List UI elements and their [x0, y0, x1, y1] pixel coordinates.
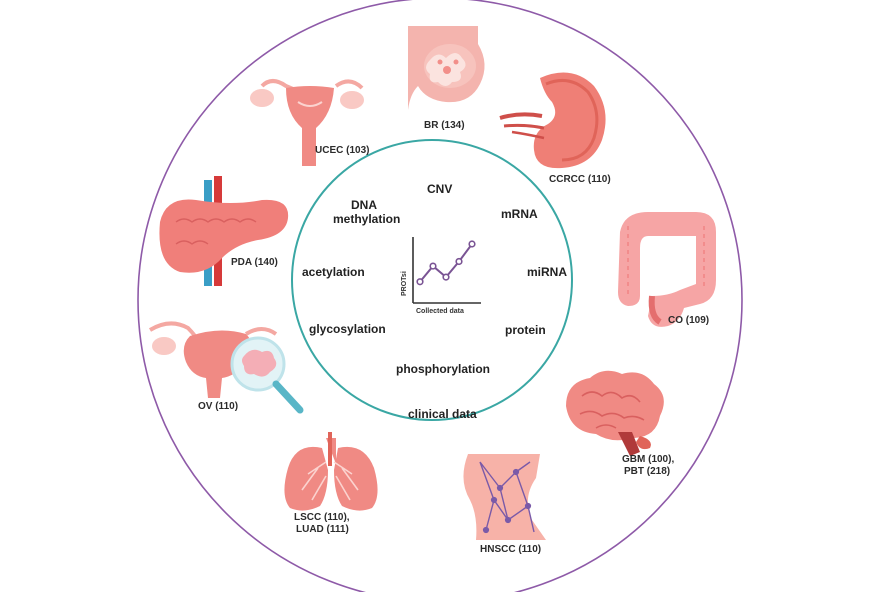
- throat-tissue-icon: [463, 454, 546, 540]
- chart-point-0: [416, 278, 424, 286]
- data-type-mrna: mRNA: [501, 207, 538, 221]
- organ-label-ov: OV (110): [198, 401, 238, 412]
- organ-label-gbm: GBM (100),: [622, 454, 674, 465]
- uterus-icon: [250, 79, 364, 166]
- chart-point-2: [442, 273, 450, 281]
- outer-ring: [137, 0, 743, 592]
- organ-label-ccrcc: CCRCC (110): [549, 174, 611, 185]
- data-type-clinical: clinical data: [408, 407, 477, 421]
- organ-label-pbt: PBT (218): [624, 466, 670, 477]
- data-type-protein: protein: [505, 323, 546, 337]
- inner-ring: [291, 139, 573, 421]
- organ-label-br: BR (134): [424, 120, 465, 131]
- chart-ylabel: PROTsi: [401, 271, 408, 296]
- center-chart: PROTsi Collected data: [401, 237, 481, 315]
- organ-label-ucec: UCEC (103): [315, 145, 369, 156]
- pancreas-icon: [159, 176, 289, 286]
- organ-label-luad: LUAD (111): [296, 524, 349, 535]
- kidney-icon: [499, 72, 606, 169]
- ovary-magnifier-icon: [148, 321, 304, 414]
- data-type-mirna: miRNA: [527, 265, 567, 279]
- lungs-icon: [284, 432, 378, 511]
- brain-icon: [566, 370, 664, 456]
- chart-point-1: [429, 262, 437, 270]
- data-type-cnv: CNV: [427, 182, 452, 196]
- organ-label-co: CO (109): [668, 315, 709, 326]
- organ-label-lscc: LSCC (110),: [294, 512, 350, 523]
- data-type-methylation: methylation: [333, 212, 400, 226]
- organ-label-pda: PDA (140): [231, 257, 278, 268]
- chart-point-4: [468, 240, 476, 248]
- data-type-phosphorylation: phosphorylation: [396, 362, 490, 376]
- data-type-glycosylation: glycosylation: [309, 322, 386, 336]
- organ-label-hnscc: HNSCC (110): [480, 544, 541, 555]
- data-type-acetylation: acetylation: [302, 265, 365, 279]
- data-type-dna: DNA: [351, 198, 377, 212]
- colon-icon: [618, 212, 716, 327]
- chart-point-3: [455, 257, 463, 266]
- chart-xlabel: Collected data: [416, 308, 464, 315]
- breast-icon: [408, 26, 485, 110]
